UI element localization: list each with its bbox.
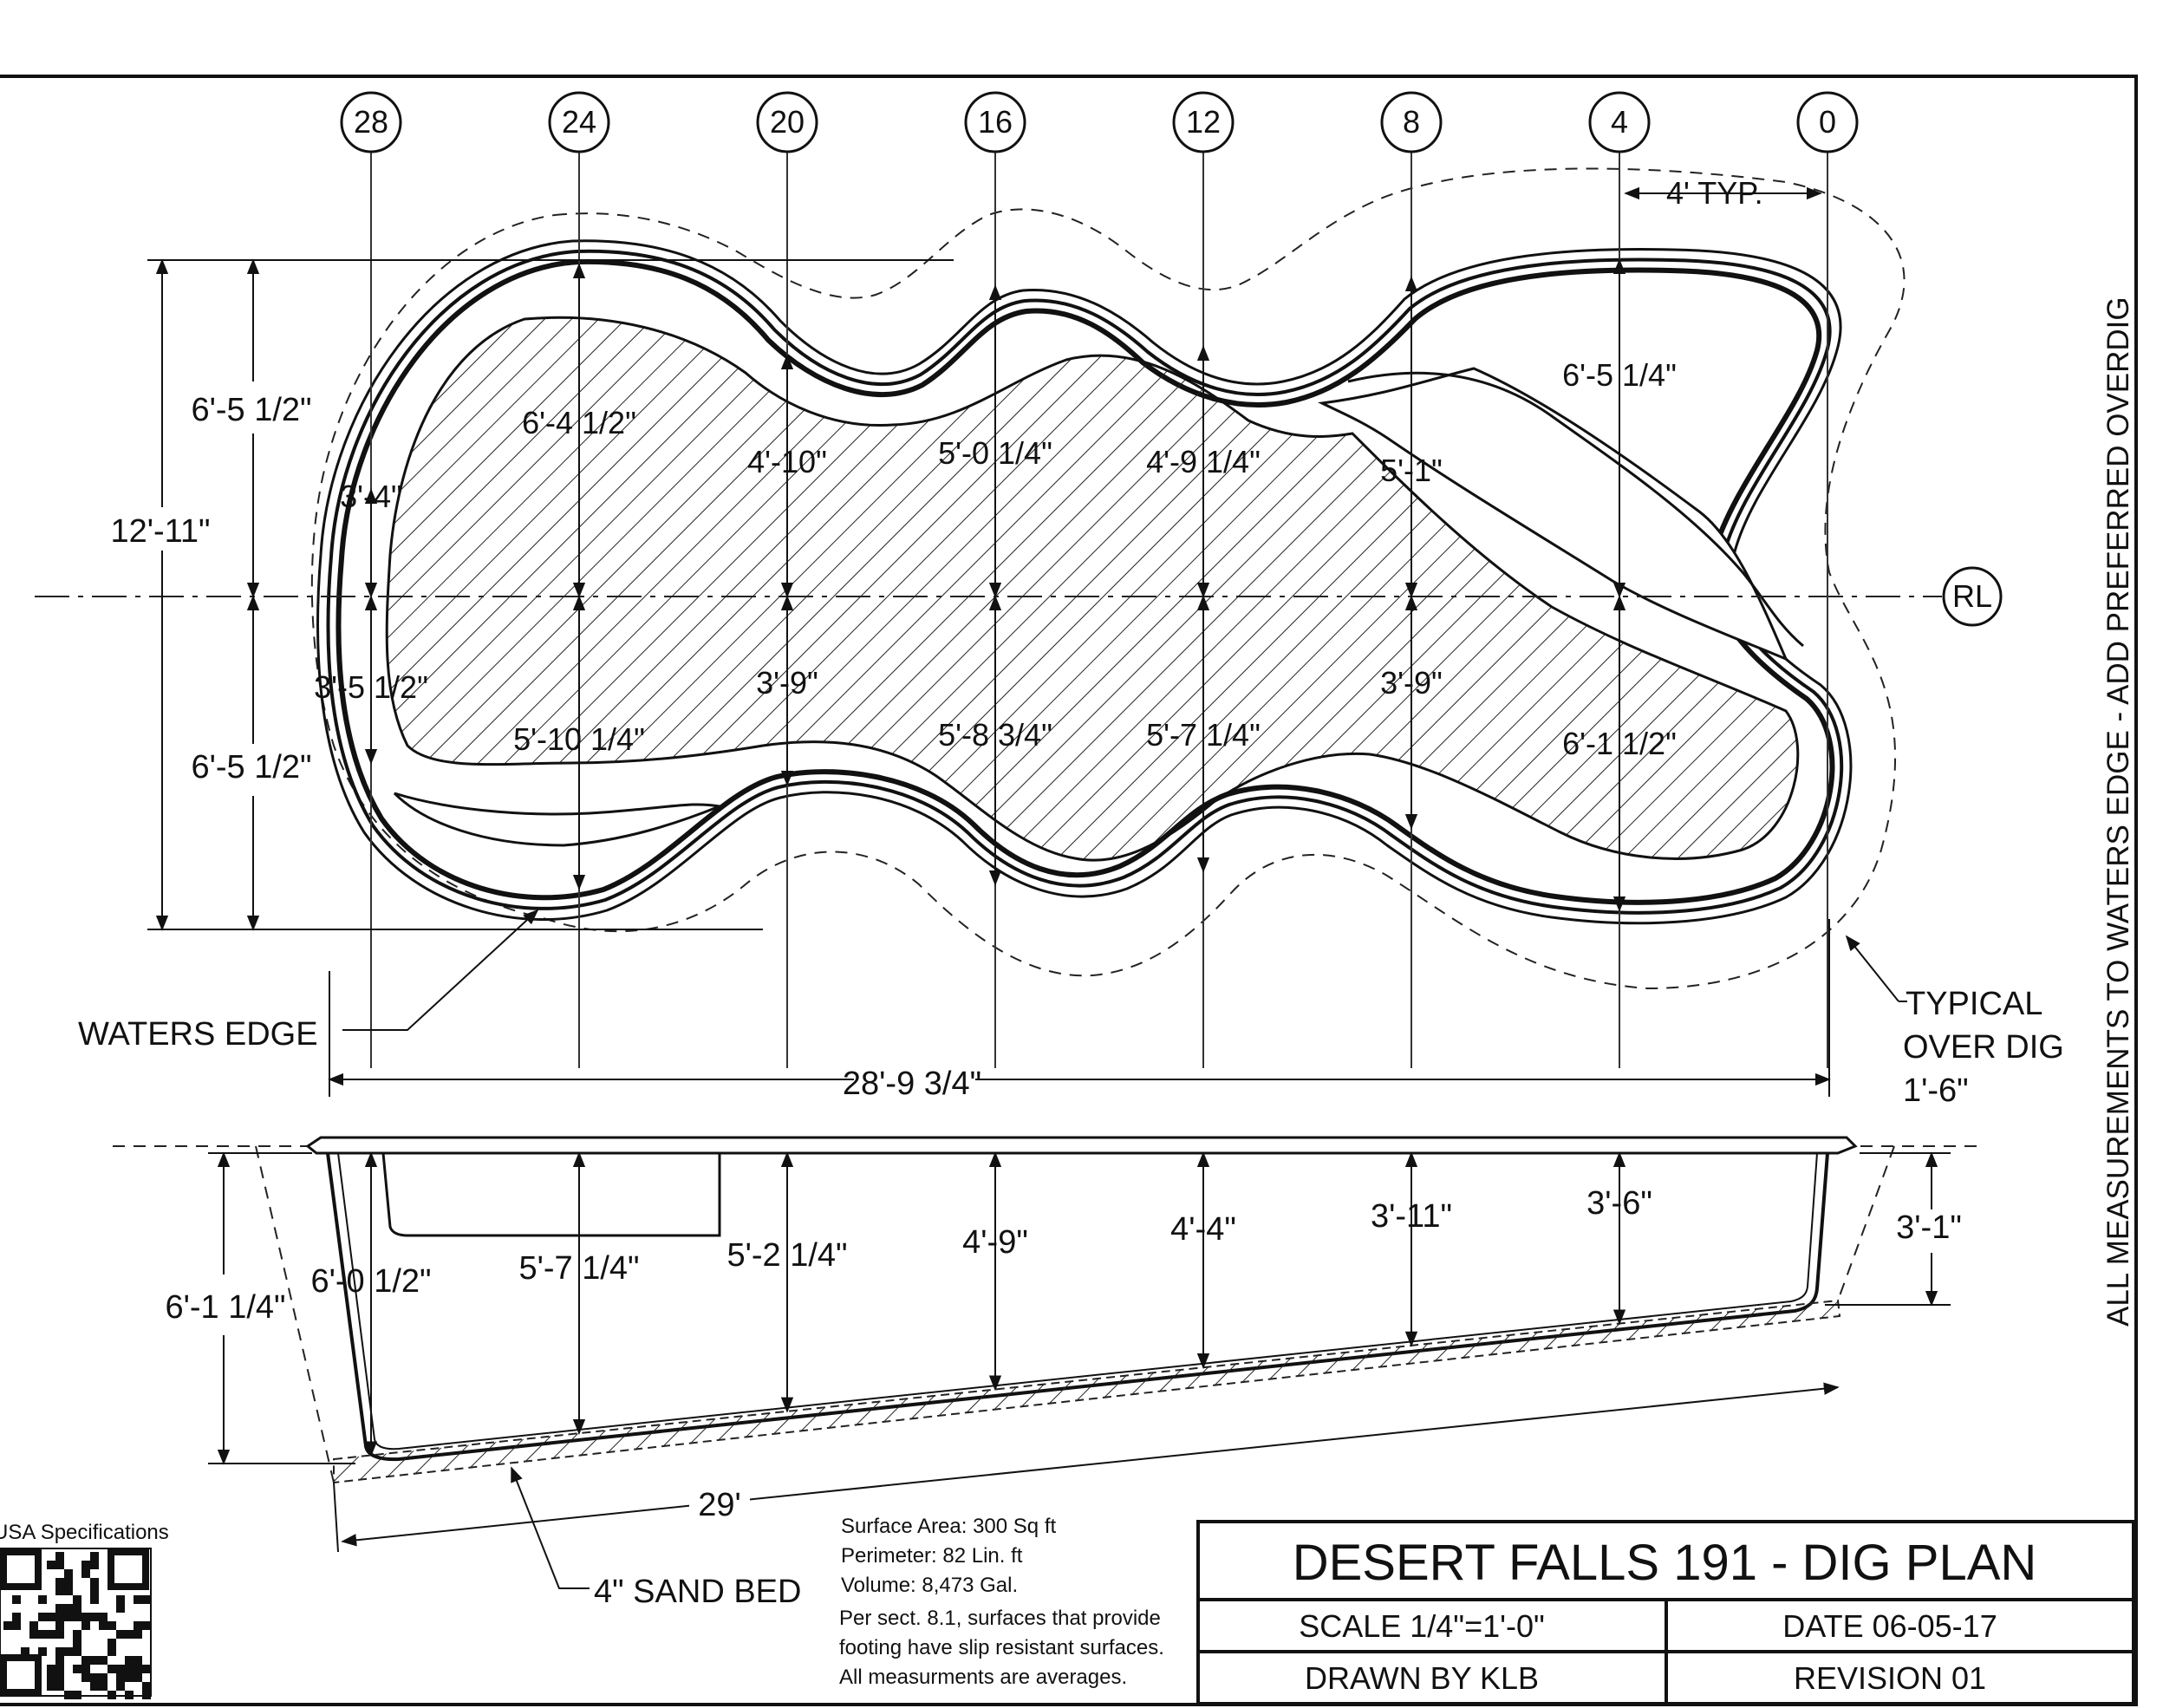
waters-edge-label: WATERS EDGE bbox=[78, 1016, 318, 1053]
upper-station-dim: 4'-9 1/4" bbox=[1146, 444, 1261, 479]
note-slip-2: footing have slip resistant surfaces. bbox=[839, 1636, 1164, 1659]
upper-station-dim: 3'-4" bbox=[340, 479, 402, 514]
section-view: 6'-0 1/2" 5'-7 1/4" 5'-2 1/4" 4'-9" 4'-4" 3'-… bbox=[113, 1136, 1981, 1610]
plan-station-dimensions: 3'-4" 3'-5 1/2" 6'-4 1/2" 5'-10 1/4" 4'-10" 3… bbox=[314, 258, 1677, 912]
note-perimeter: Perimeter: 82 Lin. ft bbox=[841, 1544, 1023, 1568]
overall-depth-dim: 6'-1 1/4" bbox=[165, 1289, 285, 1326]
station-bubble bbox=[1380, 91, 1443, 153]
upper-station-dim: 6'-4 1/2" bbox=[522, 405, 636, 440]
title-block: DESERT FALLS 191 - DIG PLAN SCALE 1/4"=1… bbox=[1196, 1520, 2135, 1705]
section-depth-dim: 5'-2 1/4" bbox=[726, 1237, 847, 1274]
station-bubble bbox=[1588, 91, 1651, 153]
note-slip-1: Per sect. 8.1, surfaces that provide bbox=[839, 1607, 1161, 1630]
station-label: 20 bbox=[770, 104, 805, 140]
section-depth-dim: 3'-6" bbox=[1586, 1185, 1652, 1222]
centerline-marker bbox=[1942, 566, 2003, 627]
lower-station-dim: 5'-10 1/4" bbox=[513, 721, 645, 757]
lower-station-dim: 3'-9" bbox=[1380, 665, 1443, 701]
sand-bed-label: 4" SAND BED bbox=[594, 1574, 801, 1610]
lower-station-dim: 5'-7 1/4" bbox=[1146, 717, 1261, 753]
bench-ledge bbox=[1317, 367, 1788, 662]
pool-shell-outline bbox=[316, 239, 1853, 925]
section-depth-dim: 4'-9" bbox=[962, 1224, 1028, 1261]
overdig-label-line-1: TYPICAL bbox=[1906, 986, 2042, 1022]
station-label: 4 bbox=[1611, 104, 1628, 140]
station-bubble bbox=[548, 91, 610, 153]
note-averages: All measurments are averages. bbox=[839, 1666, 1127, 1689]
section-depth-dim: 4'-4" bbox=[1170, 1211, 1236, 1248]
lower-station-dim: 5'-8 3/4" bbox=[938, 717, 1052, 753]
station-label: 12 bbox=[1186, 104, 1221, 140]
plan-view: RL 28 24 20 16 12 8 4 0 4' TYP. 12'-11" 6'-5 1/… bbox=[35, 91, 2064, 1109]
qr-code: USA Specifications bbox=[0, 1521, 169, 1699]
station-label: 0 bbox=[1819, 104, 1836, 140]
deep-area-hatch bbox=[385, 316, 1800, 862]
station-label: 8 bbox=[1403, 104, 1420, 140]
overdig-label-line-2: OVER DIG bbox=[1903, 1029, 2064, 1066]
lower-station-dim: 3'-5 1/2" bbox=[314, 669, 428, 705]
shallow-end-depth-dim: 3'-1" bbox=[1896, 1209, 1962, 1246]
upper-station-dim: 5'-1" bbox=[1380, 453, 1443, 488]
drawing-title: DESERT FALLS 191 - DIG PLAN bbox=[1293, 1535, 2037, 1591]
section-depth-dim: 5'-7 1/4" bbox=[518, 1250, 639, 1287]
station-bubble bbox=[1796, 91, 1859, 153]
qr-caption: USA Specifications bbox=[0, 1521, 169, 1544]
drawing-date: DATE 06-05-17 bbox=[1782, 1608, 1997, 1644]
upper-station-dim: 6'-5 1/4" bbox=[1562, 357, 1677, 393]
overall-width-dim: 12'-11" bbox=[110, 513, 210, 550]
sheet-border bbox=[0, 75, 2138, 1706]
station-bubble bbox=[1172, 91, 1235, 153]
note-volume: Volume: 8,473 Gal. bbox=[841, 1574, 1018, 1597]
sand-bed bbox=[333, 1299, 1841, 1484]
station-label: 24 bbox=[562, 104, 596, 140]
overdig-label-line-3: 1'-6" bbox=[1903, 1072, 1969, 1109]
upper-station-dim: 5'-0 1/4" bbox=[938, 435, 1052, 471]
drawing-revision: REVISION 01 bbox=[1794, 1660, 1986, 1696]
station-label: 16 bbox=[978, 104, 1013, 140]
section-depth-dim: 3'-11" bbox=[1371, 1198, 1452, 1235]
section-depth-dim: 6'-0 1/2" bbox=[310, 1263, 431, 1300]
drawing-scale: SCALE 1/4"=1'-0" bbox=[1299, 1608, 1545, 1644]
overall-length-dim: 28'-9 3/4" bbox=[843, 1066, 981, 1102]
lower-station-dim: 6'-1 1/2" bbox=[1562, 726, 1677, 761]
station-bubble bbox=[756, 91, 818, 153]
typ-spacing-label: 4' TYP. bbox=[1666, 175, 1763, 211]
floor-length-dim: 29' bbox=[698, 1487, 741, 1523]
upper-half-width-dim: 6'-5 1/2" bbox=[191, 392, 311, 428]
station-bubble bbox=[964, 91, 1026, 153]
lower-half-width-dim: 6'-5 1/2" bbox=[191, 749, 311, 786]
centerline-mark-label: RL bbox=[1952, 578, 1992, 614]
upper-station-dim: 4'-10" bbox=[747, 444, 827, 479]
station-label: 28 bbox=[354, 104, 388, 140]
note-surface-area: Surface Area: 300 Sq ft bbox=[841, 1515, 1056, 1538]
section-depth-dimensions: 6'-0 1/2" 5'-7 1/4" 5'-2 1/4" 4'-9" 4'-4" 3'-… bbox=[310, 1151, 1652, 1457]
station-bubble bbox=[340, 91, 402, 153]
lower-station-dim: 3'-9" bbox=[756, 665, 818, 701]
spec-notes: Surface Area: 300 Sq ft Perimeter: 82 Li… bbox=[839, 1515, 1164, 1689]
drawn-by: DRAWN BY KLB bbox=[1305, 1660, 1539, 1696]
side-note: ALL MEASUREMENTS TO WATERS EDGE - ADD PR… bbox=[2101, 297, 2135, 1327]
